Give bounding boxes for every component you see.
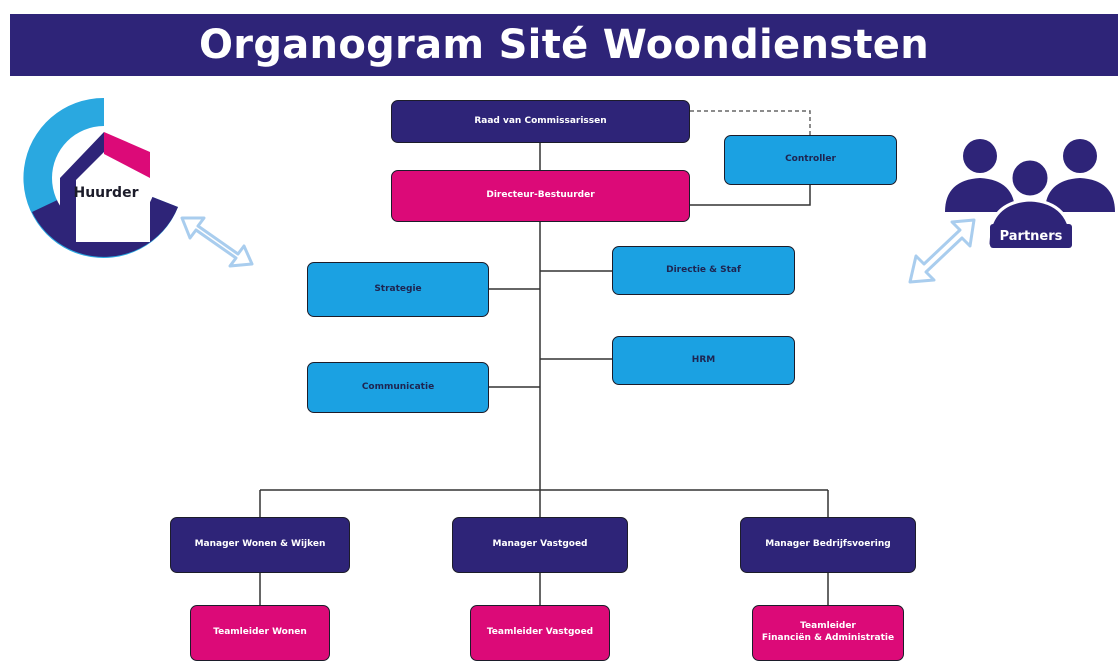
line-raad-controller (690, 110, 811, 135)
node-manager-vastgoed: Manager Vastgoed (452, 517, 628, 573)
huurder-logo (18, 92, 190, 264)
node-hrm: HRM (612, 336, 795, 385)
house-logo-icon (23, 97, 179, 258)
title-banner: Organogram Sité Woondiensten (10, 14, 1118, 76)
partners-label: Partners (990, 224, 1072, 248)
node-teamleider-vastgoed: Teamleider Vastgoed (470, 605, 610, 661)
node-teamleider-wonen: Teamleider Wonen (190, 605, 330, 661)
page-title: Organogram Sité Woondiensten (199, 22, 929, 68)
node-raad-van-commissarissen: Raad van Commissarissen (391, 100, 690, 143)
huurder-label: Huurder (73, 185, 139, 201)
people-group-icon (945, 139, 1115, 248)
double-arrow-left-icon (180, 216, 254, 268)
node-strategie: Strategie (307, 262, 489, 317)
node-teamleider-financien-administratie: Teamleider Financiën & Administratie (752, 605, 904, 661)
node-manager-bedrijfsvoering: Manager Bedrijfsvoering (740, 517, 916, 573)
node-communicatie: Communicatie (307, 362, 489, 413)
line-directeur-controller (690, 185, 811, 206)
node-manager-wonen-wijken: Manager Wonen & Wijken (170, 517, 350, 573)
node-directeur-bestuurder: Directeur-Bestuurder (391, 170, 690, 222)
double-arrow-right-icon (908, 218, 976, 284)
node-controller: Controller (724, 135, 897, 185)
node-directie-staf: Directie & Staf (612, 246, 795, 295)
